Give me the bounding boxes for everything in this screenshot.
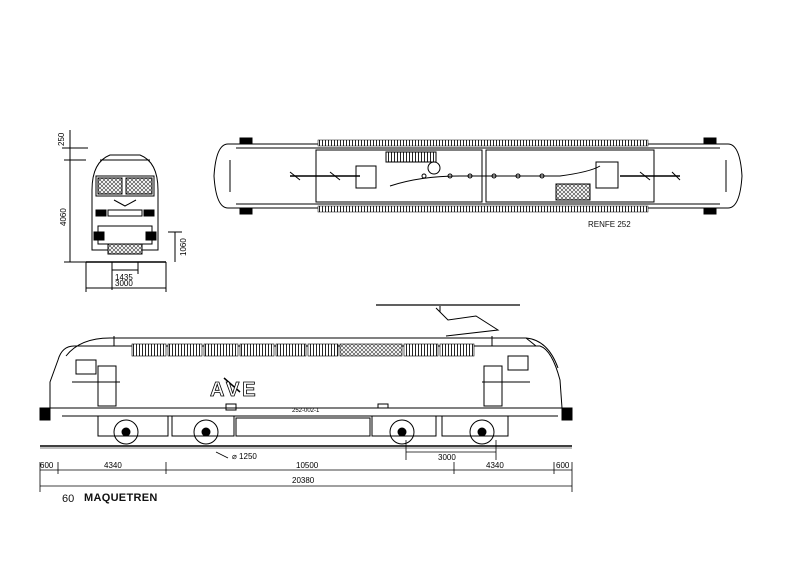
side-view — [39, 304, 573, 449]
top-view — [213, 137, 743, 215]
front-buffer-height-dim: 1060 — [179, 238, 188, 256]
side-view-text: AVE 252-002-1 ⌀ 1250 — [210, 379, 320, 461]
dim-wheelbase-right: 4340 — [486, 461, 504, 470]
dim-overhang-left: 600 — [40, 461, 54, 470]
front-pantograph-dim: 250 — [57, 132, 66, 146]
ave-logo: AVE — [210, 379, 259, 401]
magazine-name: MAQUETREN — [84, 492, 158, 504]
loco-number: 252-002-1 — [292, 408, 320, 414]
dim-total-length: 20380 — [292, 476, 315, 485]
top-view-roof-louvres — [317, 139, 649, 213]
front-height-dim: 4060 — [59, 208, 68, 226]
front-view — [62, 130, 182, 292]
dim-bogie-centres: 10500 — [296, 461, 319, 470]
dim-overhang-right: 600 — [556, 461, 570, 470]
side-view-dimensions — [39, 440, 573, 492]
side-view-louvres — [131, 343, 475, 357]
wheel-diameter-label: ⌀ 1250 — [232, 452, 257, 461]
top-view-caption: RENFE 252 — [588, 220, 631, 229]
page-number: 60 — [62, 493, 75, 505]
front-width-dim: 3000 — [115, 279, 133, 288]
dim-bogie-spacing: 3000 — [438, 453, 456, 462]
dim-wheelbase-left: 4340 — [104, 461, 122, 470]
front-gauge-dim: 1435 — [115, 273, 133, 282]
